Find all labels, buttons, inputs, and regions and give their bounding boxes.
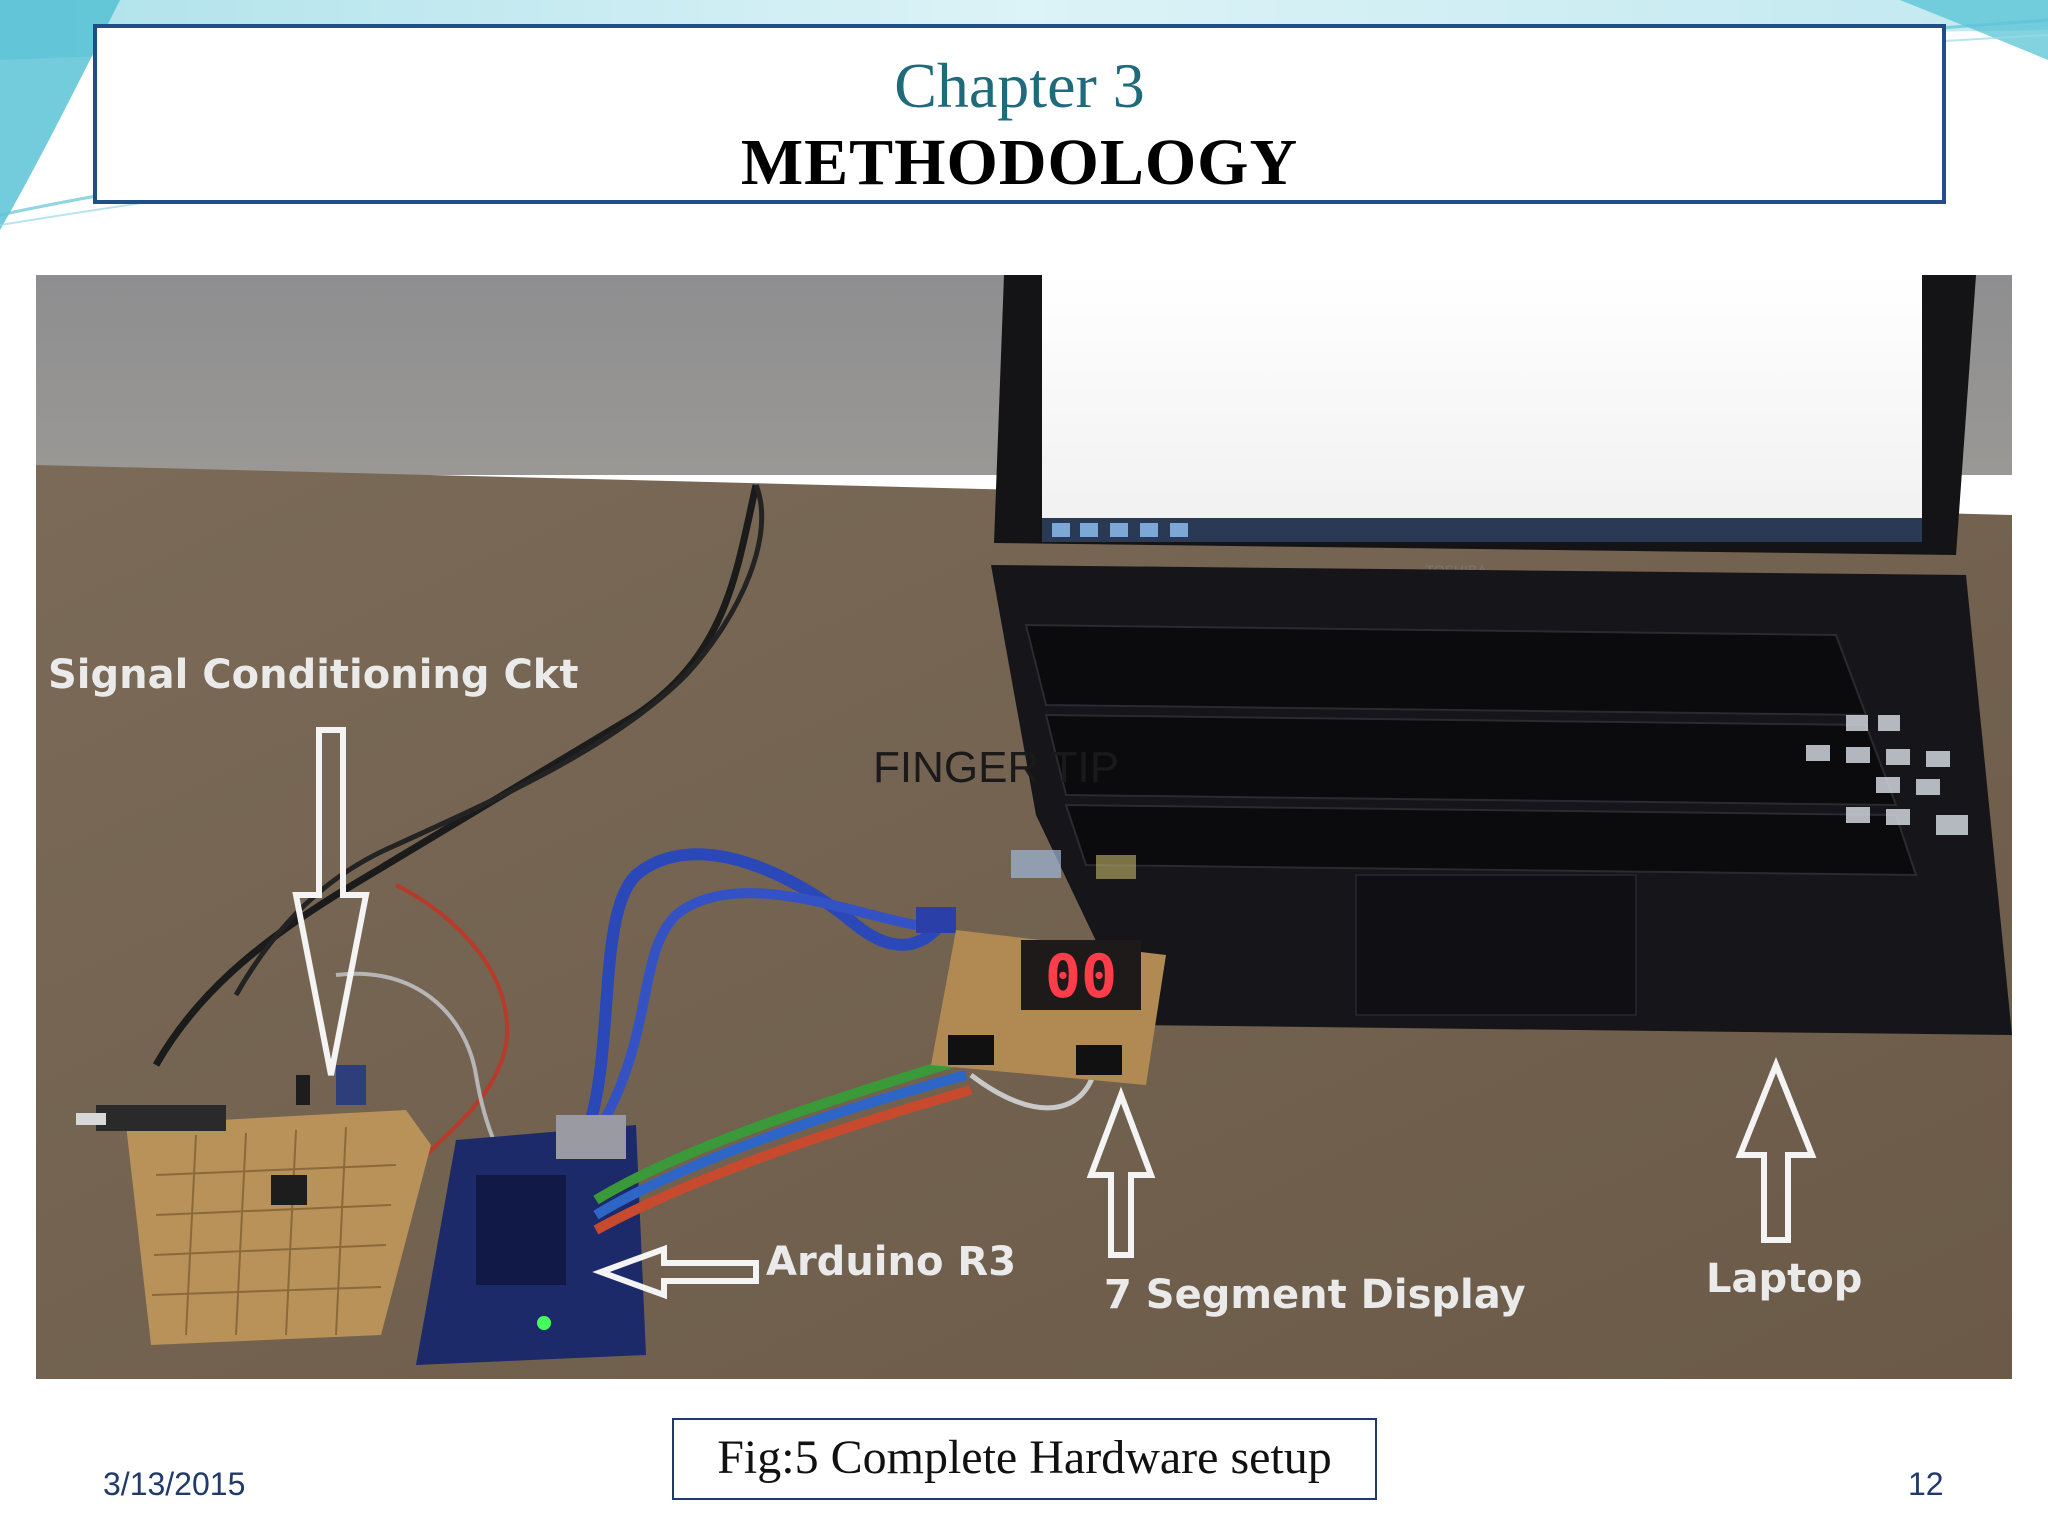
hardware-photo-illustration: TOSHIBA bbox=[36, 275, 2012, 1379]
page-number: 12 bbox=[1908, 1466, 1944, 1502]
arrow-signal-conditioning bbox=[292, 727, 370, 1076]
arrow-laptop bbox=[1735, 1056, 1817, 1243]
laptop-touchpad bbox=[1355, 874, 1637, 1016]
arrow-arduino bbox=[592, 1244, 759, 1300]
label-arduino: Arduino R3 bbox=[766, 1239, 1016, 1285]
seven-segment-board: 00 bbox=[931, 930, 1166, 1085]
laptop-keyboard bbox=[1024, 623, 1918, 877]
numpad-keys bbox=[1806, 715, 1968, 835]
laptop-screen bbox=[1042, 275, 1922, 523]
ribbon-cable bbox=[593, 1070, 968, 1220]
slide-date: 3/13/2015 bbox=[103, 1466, 246, 1502]
label-signal-conditioning: Signal Conditioning Ckt bbox=[48, 652, 579, 698]
annotation-arrows bbox=[292, 727, 1817, 1300]
signal-conditioning-board bbox=[76, 1065, 431, 1345]
seven-segment-reading: 00 bbox=[1045, 942, 1117, 1012]
chapter-title: Chapter 3 bbox=[894, 50, 1145, 121]
methodology-heading: METHODOLOGY bbox=[740, 126, 1299, 199]
hardware-setup-photo: TOSHIBA bbox=[36, 275, 2012, 1379]
title-box: Chapter 3 METHODOLOGY bbox=[93, 24, 1946, 204]
arduino-board bbox=[416, 1115, 646, 1365]
label-seven-segment: 7 Segment Display bbox=[1104, 1272, 1526, 1318]
figure-caption: Fig:5 Complete Hardware setup bbox=[672, 1418, 1377, 1500]
red-wire bbox=[395, 883, 510, 1167]
laptop-taskbar bbox=[1042, 518, 1922, 542]
usb-cable bbox=[580, 848, 952, 1138]
arrow-seven-segment bbox=[1086, 1086, 1156, 1258]
label-laptop: Laptop bbox=[1706, 1256, 1862, 1302]
finger-tip-overlay: FINGER TIP bbox=[873, 743, 1119, 792]
